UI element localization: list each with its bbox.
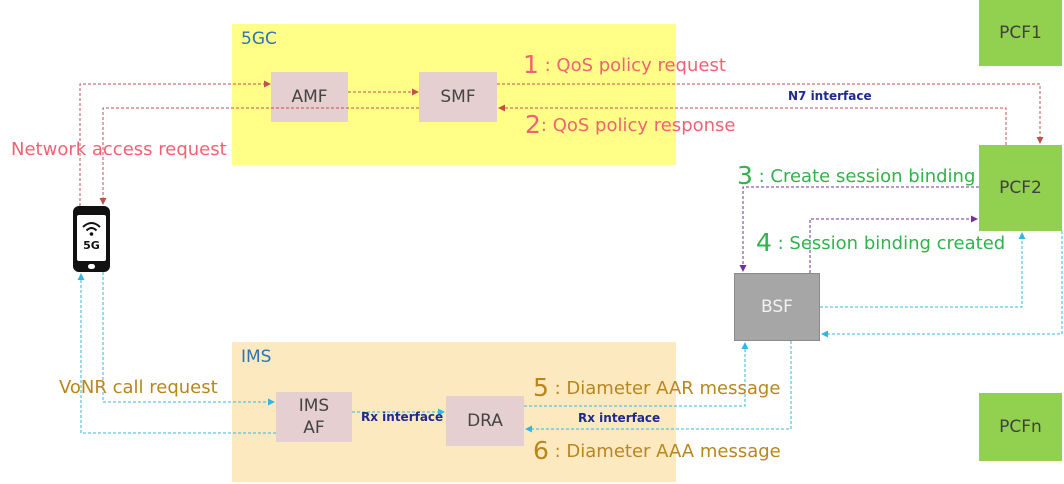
pcf2-to-bsf-line: [739, 186, 979, 272]
smf-box[interactable]: SMF: [419, 72, 497, 122]
step-6-label: 6 : Diameter AAA message: [533, 436, 781, 465]
ims-af-box[interactable]: IMS AF: [276, 392, 352, 442]
dra-label: DRA: [467, 411, 503, 431]
step-5-number: 5: [533, 373, 549, 402]
step-6-number: 6: [533, 436, 549, 465]
step-5-label: 5 : Diameter AAR message: [533, 373, 780, 402]
pcf2-box[interactable]: PCF2: [979, 145, 1062, 231]
pcf1-box[interactable]: PCF1: [979, 0, 1062, 66]
step-4-number: 4: [756, 228, 772, 257]
core-region-title: 5GC: [241, 29, 277, 49]
pcf2-to-smf-line: [498, 104, 1007, 145]
n7-interface-label: N7 interface: [788, 89, 872, 103]
dra-to-bsf-line: [524, 342, 749, 407]
rx-interface-dra-bsf-label: Rx interface: [578, 411, 661, 425]
step-4-text: : Session binding created: [771, 233, 1006, 254]
pcf2-label: PCF2: [999, 178, 1042, 198]
amf-label: AMF: [291, 87, 328, 107]
step-2-number: 2: [525, 110, 541, 139]
ims-region-title: IMS: [241, 347, 272, 367]
step-1-number: 1: [523, 50, 539, 79]
amf-box[interactable]: AMF: [271, 72, 348, 122]
wifi-icon: [82, 222, 101, 236]
smf-to-pcf2-line: [497, 83, 1044, 144]
pcfn-box[interactable]: PCFn: [979, 393, 1062, 461]
step-4-label: 4 : Session binding created: [756, 228, 1005, 257]
step-3-number: 3: [737, 161, 753, 190]
pcf2-to-bsf-blue-line: [821, 231, 1063, 338]
ims-af-label-line2: AF: [303, 418, 325, 438]
rx-interface-af-dra-label: Rx interface: [361, 410, 444, 424]
step-3-label: 3 : Create session binding: [737, 161, 975, 190]
vonr-call-request-label: VoNR call request: [59, 377, 218, 398]
step-1-text: : QoS policy request: [538, 55, 726, 76]
step-3-text: : Create session binding: [752, 166, 976, 187]
step-2-text: : QoS policy response: [540, 115, 736, 136]
bsf-to-dra-line: [525, 341, 792, 433]
phone-screen: 5G: [77, 215, 106, 261]
bsf-to-pcf2-line: [809, 215, 978, 273]
network-access-request-label: Network access request: [11, 139, 227, 160]
pcf1-label: PCF1: [999, 23, 1042, 43]
phone-to-ims-af-line: [102, 272, 275, 406]
smf-label: SMF: [440, 87, 476, 107]
phone-5g-badge: 5G: [83, 239, 100, 252]
step-1-label: 1 : QoS policy request: [523, 50, 726, 79]
smf-to-phone-line: [99, 107, 419, 205]
step-6-text: : Diameter AAA message: [548, 441, 781, 462]
dra-box[interactable]: DRA: [446, 396, 524, 446]
smartphone-5g-icon[interactable]: 5G: [73, 206, 110, 272]
phone-home-button: [88, 264, 95, 269]
ims-af-to-phone-line: [77, 273, 276, 434]
step-2-label: 2: QoS policy response: [525, 110, 736, 139]
bsf-label: BSF: [761, 297, 793, 317]
phone-to-amf-line: [79, 80, 271, 206]
pcfn-label: PCFn: [999, 417, 1042, 437]
step-5-text: : Diameter AAR message: [548, 378, 781, 399]
ims-af-label-line1: IMS: [298, 396, 330, 416]
bsf-to-pcf2-blue-line: [820, 232, 1026, 308]
bsf-box[interactable]: BSF: [734, 273, 820, 341]
